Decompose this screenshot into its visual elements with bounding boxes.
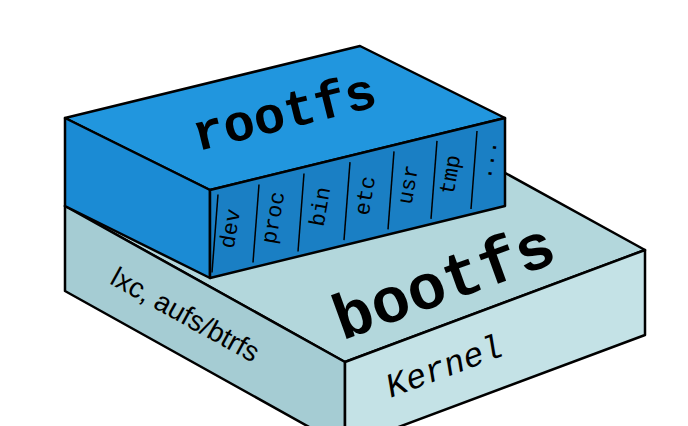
- separator-line: [253, 184, 259, 262]
- layer-block: [62, 43, 508, 281]
- separator-line: [212, 195, 218, 273]
- separator-line: [431, 141, 437, 219]
- left-face: [65, 206, 345, 426]
- separator-line: [344, 162, 350, 240]
- rootfs-layer: rootfsdevprocbinetcusrtmp...: [62, 43, 508, 281]
- separator-line: [298, 173, 304, 251]
- separator-line: [388, 151, 394, 229]
